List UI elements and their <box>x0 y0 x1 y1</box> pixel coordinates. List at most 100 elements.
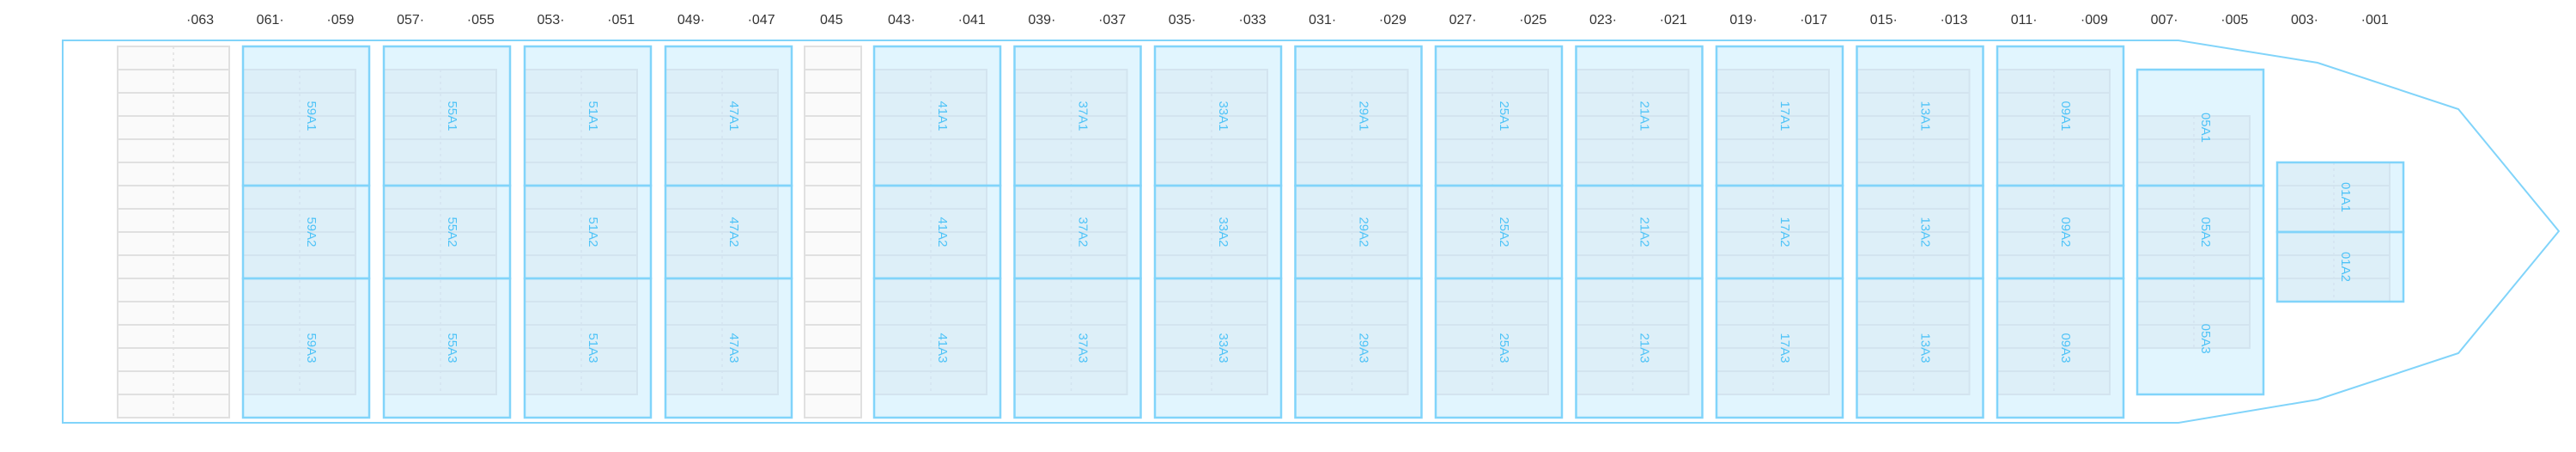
empty-bay-045[interactable] <box>804 46 862 418</box>
hatch-label: 17A3 <box>1777 333 1792 363</box>
hatch-label: 47A3 <box>726 333 741 363</box>
hatch-label: 29A3 <box>1357 333 1371 363</box>
empty-slot[interactable] <box>804 208 862 233</box>
empty-slot[interactable] <box>804 231 862 256</box>
column-label: 019· <box>1729 13 1757 27</box>
hatch-section-05A3[interactable] <box>2136 277 2265 396</box>
hatch-section-51A3[interactable] <box>523 277 653 419</box>
hatch-label: 41A1 <box>935 101 950 131</box>
column-label: 003· <box>2291 13 2318 27</box>
empty-slot[interactable] <box>804 46 862 70</box>
hatch-label: 21A2 <box>1637 217 1652 247</box>
hatch-section-41A3[interactable] <box>872 277 1002 419</box>
hatch-label: 55A1 <box>445 101 459 131</box>
column-label: ·041 <box>958 13 986 27</box>
column-label: ·001 <box>2361 13 2389 27</box>
empty-slot[interactable] <box>804 92 862 117</box>
empty-slot[interactable] <box>804 162 862 186</box>
hatch-label: 05A3 <box>2198 324 2213 354</box>
hatch-label: 25A1 <box>1497 101 1511 131</box>
hatch-label: 01A2 <box>2338 252 2353 282</box>
hatch-section-37A3[interactable] <box>1013 277 1142 419</box>
hatch-section-25A3[interactable] <box>1434 277 1564 419</box>
hatch-label: 51A1 <box>586 101 600 131</box>
hatch-label: 59A2 <box>304 217 319 247</box>
column-label: ·017 <box>1800 13 1827 27</box>
hatch-section-47A3[interactable] <box>664 277 793 419</box>
empty-slot[interactable] <box>804 278 862 302</box>
column-label: ·009 <box>2081 13 2108 27</box>
empty-slot[interactable] <box>804 115 862 140</box>
column-label: 031· <box>1309 13 1336 27</box>
column-label: 011· <box>2011 13 2038 27</box>
hatch-label: 37A3 <box>1076 333 1091 363</box>
hatch-label: 05A2 <box>2198 217 2213 247</box>
empty-slot[interactable] <box>804 394 862 418</box>
column-label: ·005 <box>2221 13 2248 27</box>
bay-059[interactable]: 59A1 59A2 59A3 <box>241 45 371 419</box>
hatch-label: 47A2 <box>726 217 741 247</box>
hatch-label: 09A3 <box>2058 333 2073 363</box>
empty-slot[interactable] <box>804 324 862 349</box>
hatch-label: 41A2 <box>935 217 950 247</box>
empty-slot[interactable] <box>804 185 862 210</box>
hatch-section-09A3[interactable] <box>1996 277 2125 419</box>
container-slot[interactable] <box>242 185 356 210</box>
column-label: ·021 <box>1660 13 1687 27</box>
hatch-label: 21A3 <box>1637 333 1652 363</box>
hatch-section-33A3[interactable] <box>1153 277 1283 419</box>
hatch-label: 33A2 <box>1216 217 1230 247</box>
hatch-label: 51A3 <box>586 333 600 363</box>
hatch-label: 41A3 <box>935 333 950 363</box>
hatch-label: 37A1 <box>1076 101 1091 131</box>
column-label: ·033 <box>1238 13 1266 27</box>
hatch-section-29A3[interactable] <box>1294 277 1423 419</box>
empty-bay-063[interactable] <box>117 46 230 418</box>
hatch-label: 59A1 <box>304 101 319 131</box>
hatch-label: 21A1 <box>1637 101 1652 131</box>
empty-slot[interactable] <box>804 69 862 94</box>
hatch-label: 09A1 <box>2058 101 2073 131</box>
hatch-section-01A2[interactable] <box>2275 230 2405 303</box>
column-label: ·055 <box>467 13 495 27</box>
empty-slot[interactable] <box>804 347 862 372</box>
hatch-section-55A3[interactable] <box>382 277 512 419</box>
hatch-label: 25A3 <box>1497 333 1511 363</box>
column-label: 007· <box>2151 13 2178 27</box>
hatch-section-17A3[interactable] <box>1715 277 1844 419</box>
empty-slot[interactable] <box>804 370 862 395</box>
column-label: ·025 <box>1519 13 1546 27</box>
hatch-section-21A3[interactable] <box>1575 277 1704 419</box>
empty-slot[interactable] <box>804 138 862 163</box>
hatch-label: 13A1 <box>1918 101 1933 131</box>
hatch-section-59A3[interactable] <box>241 277 371 419</box>
column-label: 043· <box>888 13 915 27</box>
hatch-section-13A3[interactable] <box>1856 277 1984 419</box>
column-label: 035· <box>1169 13 1196 27</box>
bay-021[interactable]: 21A1 21A2 21A3 <box>1575 45 1704 419</box>
hatch-label: 17A1 <box>1777 101 1792 131</box>
hatch-label: 55A2 <box>445 217 459 247</box>
column-label: 057· <box>397 13 424 27</box>
hatch-label: 59A3 <box>304 333 319 363</box>
column-label: 053· <box>537 13 564 27</box>
bay-041[interactable]: 41A1 41A2 41A3 <box>872 45 1002 419</box>
empty-slot[interactable] <box>804 301 862 326</box>
empty-slot[interactable] <box>804 254 862 279</box>
container-slot[interactable] <box>2276 231 2391 256</box>
column-label: ·063 <box>186 13 214 27</box>
hatch-label: 13A2 <box>1918 217 1933 247</box>
